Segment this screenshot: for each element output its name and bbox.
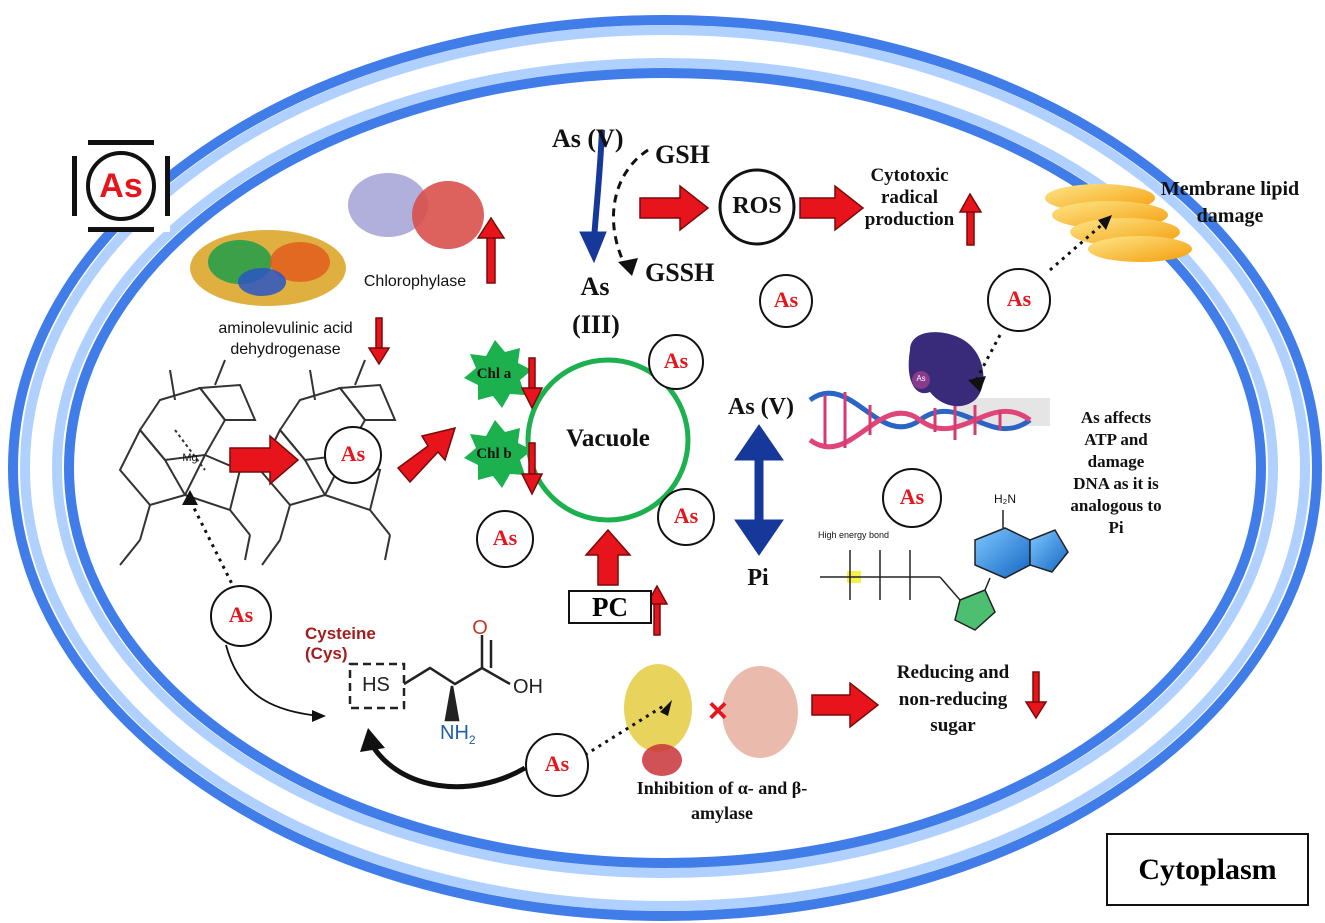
membrane-lipid-icon (1045, 184, 1192, 262)
cytoplasm-label: Cytoplasm (1106, 833, 1309, 906)
cysteine-line: Cysteine (305, 624, 376, 643)
as-label: As (663, 348, 689, 373)
atp-dna-line: ATP and (1084, 430, 1148, 450)
inhibition-line: amylase (691, 802, 753, 823)
chl-a-label: Chl a (476, 366, 512, 382)
dotted-connectors (188, 220, 1106, 757)
as-iii-label-top: As (580, 272, 610, 301)
blue-arrows (579, 129, 784, 556)
as-label: As (899, 484, 925, 509)
atp-dna-label: As affects ATP and damage DNA as it is a… (1052, 407, 1180, 540)
dotted-arrowhead-dna (968, 376, 986, 392)
cytotoxic-line: Cytotoxic (870, 165, 949, 186)
sugar-line: non-reducing (898, 688, 1008, 710)
badge-corner (154, 216, 170, 232)
as-label: As (1006, 286, 1032, 311)
as-label: As (340, 441, 366, 466)
ros-circle (718, 168, 796, 246)
as-v-mid-label: As (V) (728, 394, 794, 420)
enzyme-structures (190, 173, 484, 306)
inhibition-label: Inhibition of α- and β- amylase (606, 778, 838, 823)
sugar-label: Reducing and non-reducing sugar (878, 660, 1028, 740)
ros-label: ROS (732, 193, 782, 219)
vacuole-ring (525, 357, 691, 523)
atp-dna-line: As affects (1080, 408, 1152, 427)
inhibition-line: Inhibition of α- and β- (636, 778, 808, 798)
badge-corner (72, 216, 88, 232)
curve-arrowhead-2 (360, 728, 385, 752)
h2n-label: H₂N (994, 492, 1016, 506)
as-small-label: As (916, 374, 926, 383)
badge-corner (154, 140, 170, 156)
amine-label: NH2 (440, 722, 480, 748)
carbonyl-o-label: O (472, 617, 488, 639)
amylase-structures (624, 664, 798, 776)
cytotoxic-label: Cytotoxic radical production (852, 165, 967, 231)
gsh-arrowhead (618, 258, 638, 276)
gsh-label: GSH (655, 140, 710, 169)
amine-nh: NH (440, 722, 469, 744)
as-label: As (673, 503, 699, 528)
membrane-line: Membrane lipid (1160, 178, 1300, 200)
sugar-line: sugar (930, 715, 976, 737)
hs-label: HS (362, 674, 390, 696)
atp-structure (820, 510, 1069, 631)
gssh-label: GSSH (645, 258, 715, 287)
cysteine-structure (348, 635, 511, 722)
oh-label: OH (513, 676, 543, 698)
membrane-label: Membrane lipid damage (1140, 178, 1320, 228)
badge-corner (72, 140, 88, 156)
cysteine-line: (Cys) (305, 643, 348, 663)
high-energy-bond-label: High energy bond (818, 530, 890, 540)
mg-label: Mg (182, 452, 198, 464)
arsenic-badge-label: As (86, 151, 156, 221)
cytotoxic-line: production (864, 208, 955, 230)
as-v-top-label: As (V) (552, 124, 624, 153)
ala-line: aminolevulinic acid (218, 320, 353, 337)
as-label: As (773, 287, 799, 312)
curve-arrow-cysteine-2 (369, 743, 527, 790)
cysteine-label: Cysteine (Cys) (305, 624, 395, 663)
ala-line: dehydrogenase (230, 341, 341, 359)
chl-b-label: Chl b (476, 446, 512, 462)
as-label: As (228, 602, 254, 627)
amine-subscript: 2 (468, 733, 476, 747)
as-label: As (544, 751, 570, 776)
curve-arrow-cysteine-1 (225, 644, 321, 717)
inhibition-cross: × (708, 692, 728, 730)
dotted-arrowhead-amylase (660, 700, 672, 716)
cytotoxic-line: radical (881, 186, 938, 208)
atp-dna-line: damage (1087, 452, 1145, 472)
as-label: As (492, 525, 518, 550)
atp-dna-line: DNA as it is (1073, 474, 1159, 494)
curve-arrowhead-1 (312, 710, 326, 722)
pi-label: Pi (747, 565, 769, 591)
atp-dna-line: analogous to (1070, 496, 1162, 516)
chl-badges (464, 340, 532, 488)
atp-dna-line: Pi (1108, 518, 1124, 538)
dotted-arrowhead-chl (182, 490, 198, 505)
pc-box: PC (568, 590, 652, 624)
gsh-arc (612, 148, 649, 266)
arsenic-badge: As (72, 140, 170, 232)
ala-label: aminolevulinic acid dehydrogenase (198, 320, 373, 360)
as-circles (210, 268, 1051, 797)
dotted-arrowhead-membrane (1098, 215, 1112, 230)
vacuole-label: Vacuole (566, 425, 650, 452)
as-binding-protein-icon (908, 332, 984, 407)
as-iii-label-bottom: (III) (572, 310, 620, 339)
membrane-line: damage (1196, 205, 1264, 227)
chlorophylase-label: Chlorophylase (363, 273, 467, 290)
red-arrows (229, 184, 1048, 729)
sugar-line: Reducing and (896, 662, 1010, 683)
